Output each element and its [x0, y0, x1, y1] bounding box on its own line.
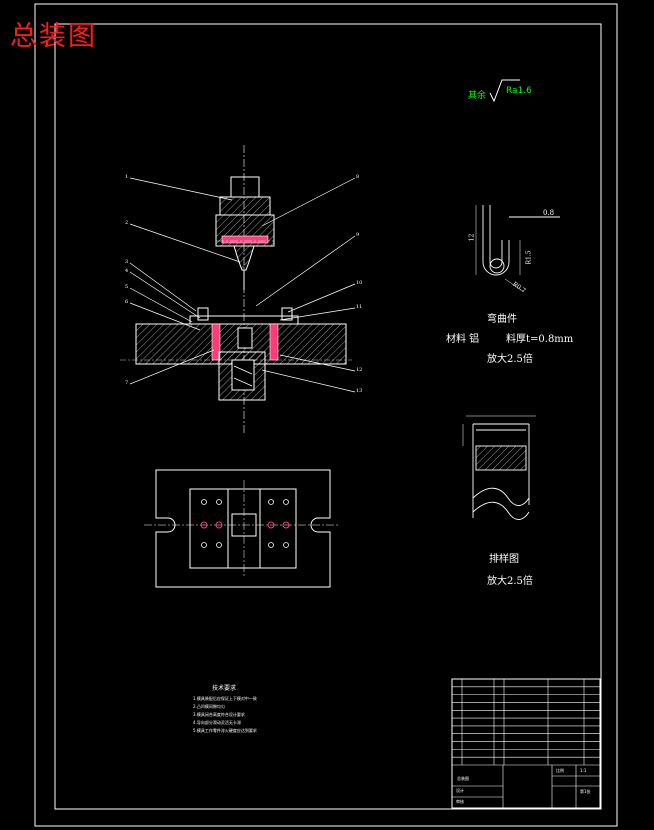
part-number: 3	[125, 259, 129, 265]
title-block	[451, 678, 601, 809]
bend-part-detail	[475, 205, 560, 293]
part-number: 11	[356, 304, 363, 310]
part-number: 10	[356, 280, 363, 286]
bend-dim-height: 12	[468, 233, 476, 242]
punch	[233, 245, 255, 271]
part-number: 7	[125, 380, 129, 386]
title-block-scale-label: 比例	[556, 768, 564, 773]
backing-plate	[221, 235, 269, 244]
plan-outline	[155, 469, 331, 588]
tech-req-line: 3.模具闭合高度符合设计要求	[193, 712, 245, 717]
part-number: 4	[125, 268, 129, 274]
bend-caption: 弯曲件	[487, 314, 517, 325]
shank	[230, 176, 260, 198]
title-block-checker: 审核	[456, 799, 464, 804]
title-block-scale-value: 1:1	[580, 768, 587, 773]
tech-req-line: 5.模具工作零件淬火硬度应达到要求	[193, 728, 257, 733]
bend-material: 材料 铝	[446, 334, 480, 345]
inner-frame	[54, 23, 602, 810]
bend-thickness: 料厚t=0.8mm	[506, 334, 574, 345]
layout-caption: 排样图	[489, 554, 519, 565]
tech-req-line: 2.凸凹模间隙均匀	[193, 704, 225, 709]
part-number: 13	[356, 388, 363, 394]
bend-dim-inner: R1.5	[525, 250, 533, 265]
bend-scale: 放大2.5倍	[487, 354, 533, 365]
punch-holder	[219, 196, 271, 216]
plan-holes	[201, 499, 289, 548]
part-number: 9	[356, 232, 360, 238]
assembly-section	[120, 145, 352, 435]
roughness-value: Ra1.6	[506, 86, 532, 96]
tech-req-line: 4.导向部分滑动灵活无卡滞	[193, 720, 241, 725]
roughness-symbol	[489, 79, 520, 103]
part-number: 12	[356, 367, 363, 373]
tech-req-heading: 技术要求	[212, 685, 237, 692]
plan-view	[144, 469, 340, 588]
title-block-designer: 设计	[456, 788, 464, 793]
outer-frame	[34, 3, 618, 827]
part-number: 5	[125, 284, 129, 290]
title-block-drawing-name: 总装图	[457, 776, 469, 781]
part-number: 6	[125, 299, 129, 305]
part-number: 1	[125, 174, 129, 180]
strip-layout-detail	[462, 415, 536, 520]
roughness-label: 其余	[468, 91, 487, 101]
layout-scale: 放大2.5倍	[487, 576, 533, 587]
bend-dim-width: 0.8	[543, 209, 555, 217]
title-block-sheet: 第1张	[580, 789, 591, 794]
part-number: 8	[356, 174, 360, 180]
drawing-title: 总装图	[10, 21, 97, 52]
leader-lines	[129, 177, 356, 393]
part-number: 2	[125, 220, 129, 226]
tech-req-line: 1.模具装配后应保证上下模对中一致	[193, 696, 257, 701]
